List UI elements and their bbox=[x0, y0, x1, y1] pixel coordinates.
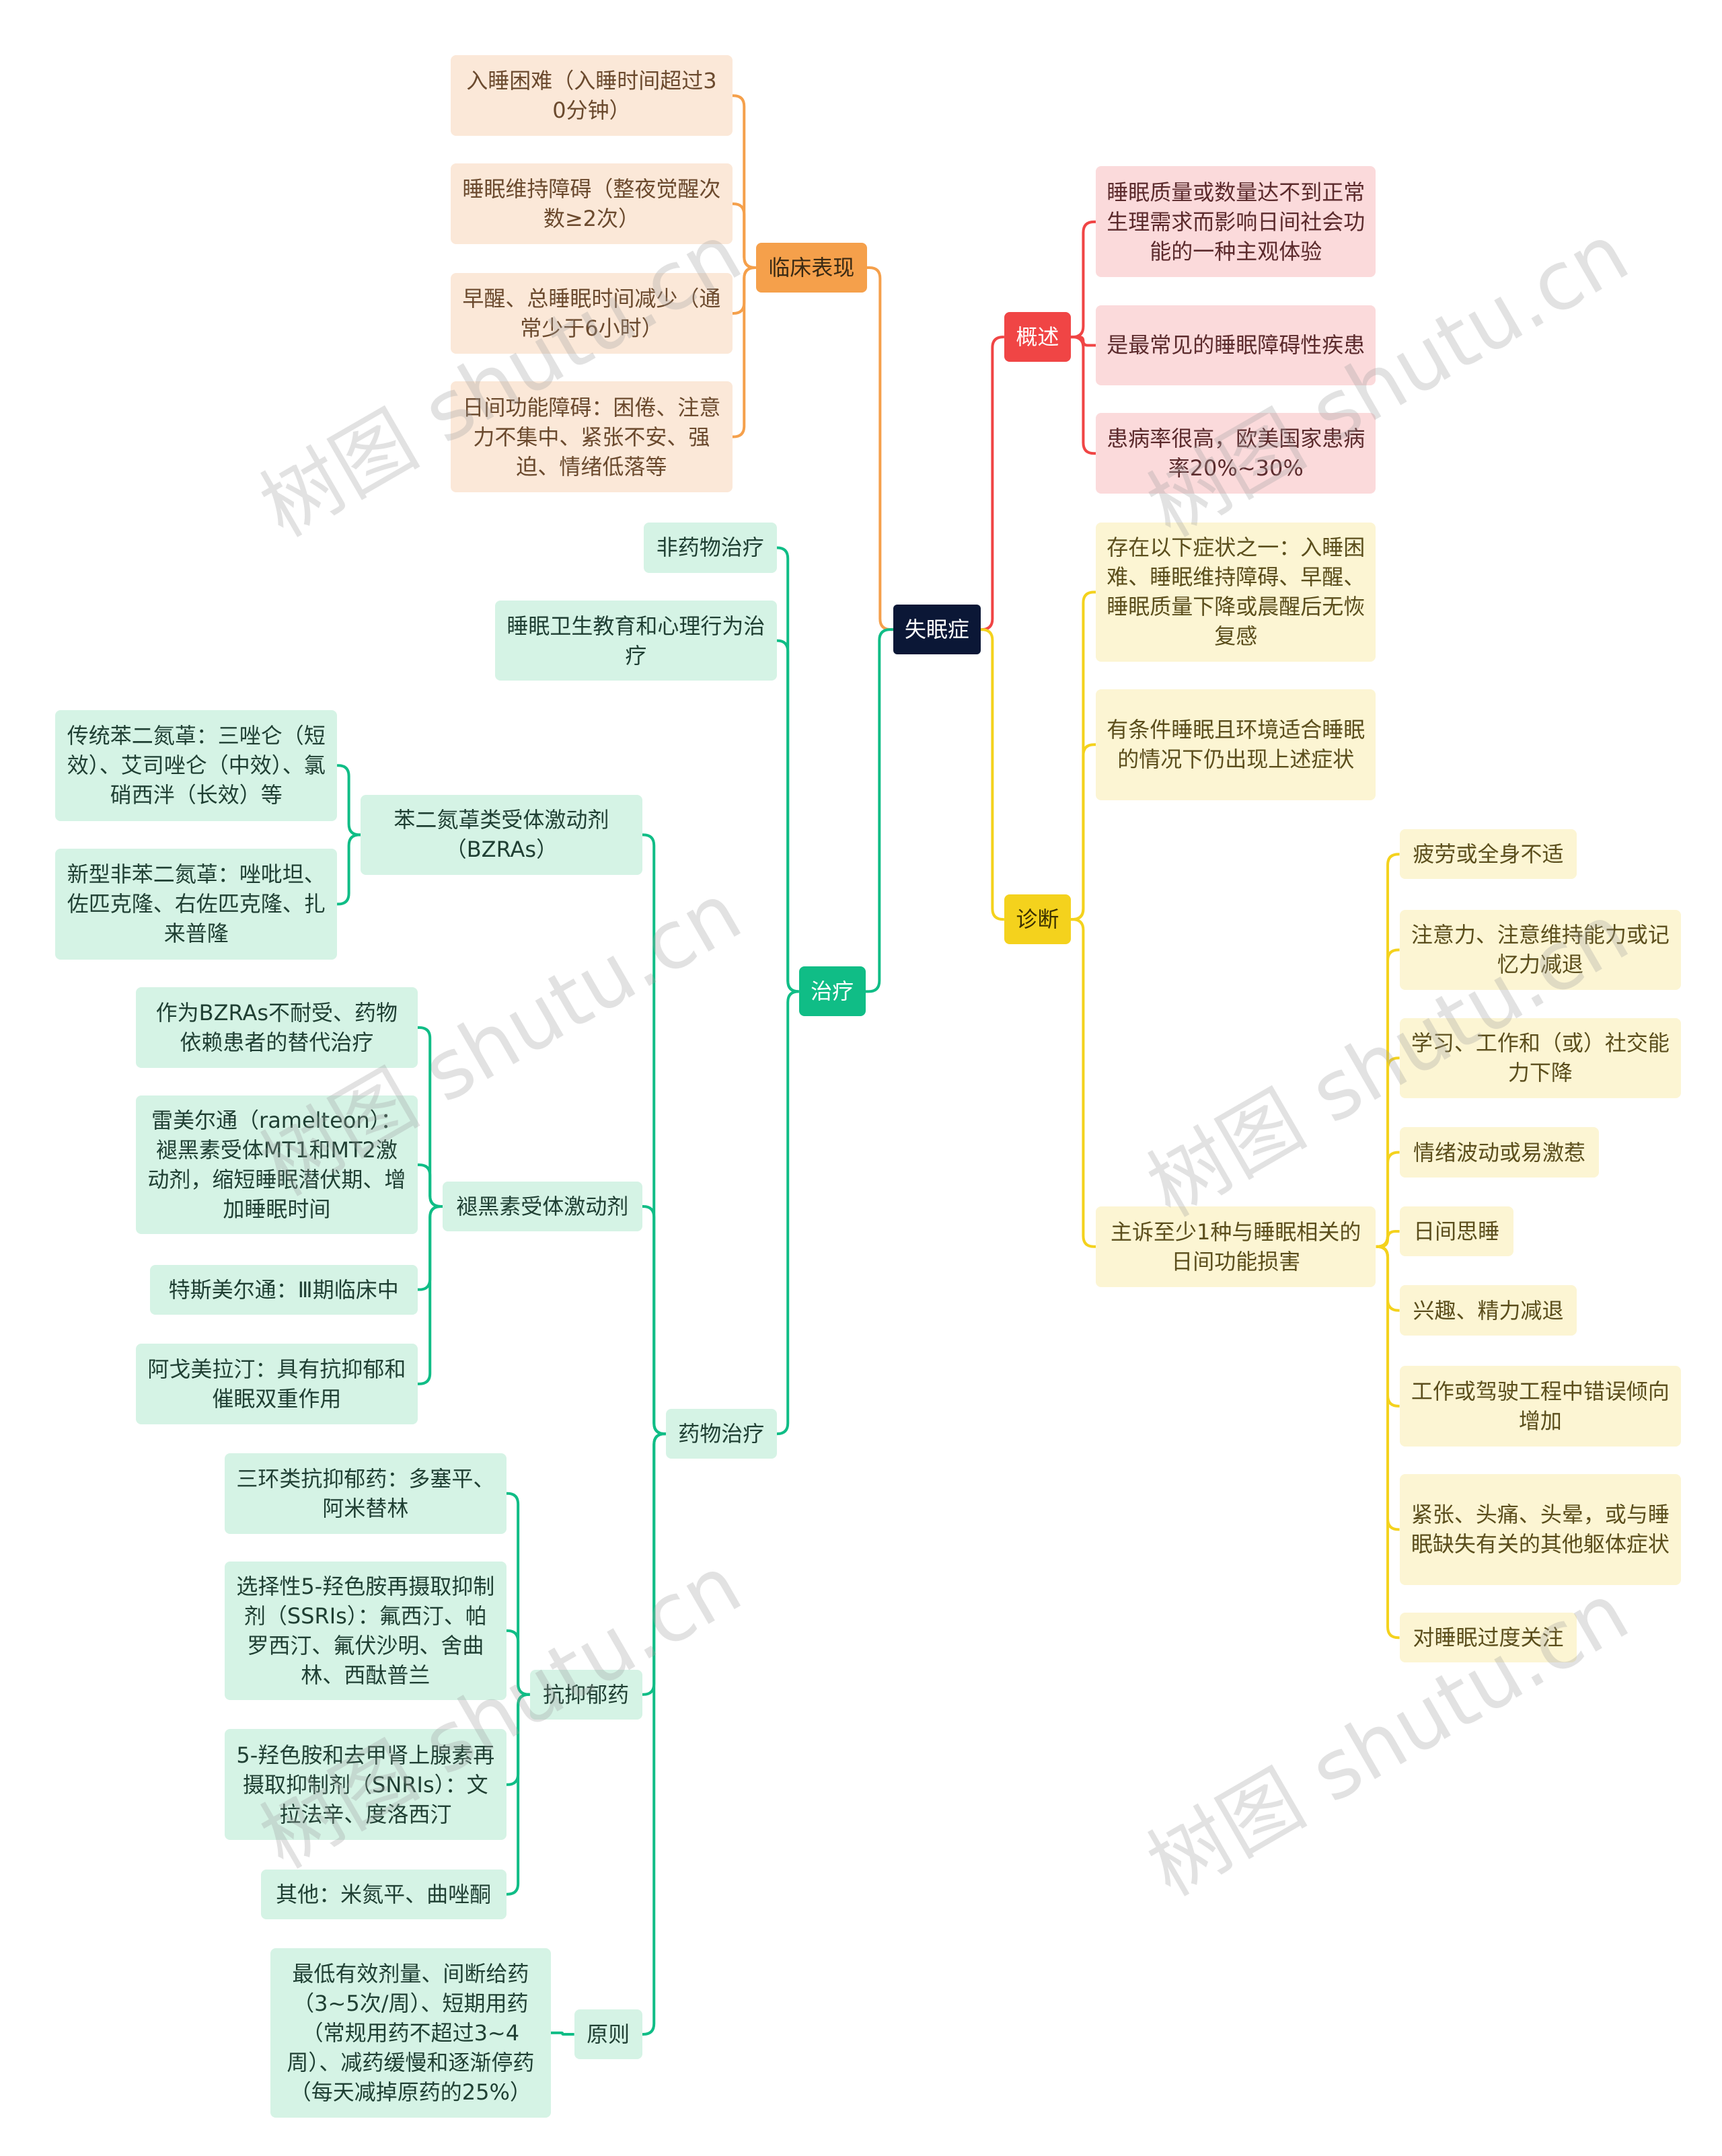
diagnosis-subitem[interactable]: 日间思睡 bbox=[1399, 1206, 1513, 1257]
antidepressant-item[interactable]: 选择性5-羟色胺再摄取抑制剂（SSRIs）：氟西汀、帕罗西汀、氟伏沙明、舍曲林、… bbox=[225, 1561, 507, 1700]
connector bbox=[417, 1204, 443, 1385]
connector bbox=[1070, 220, 1096, 339]
connector bbox=[1376, 1230, 1400, 1248]
antidepressant-item[interactable]: 三环类抗抑郁药：多塞平、阿米替林 bbox=[225, 1453, 507, 1534]
diagnosis-subitem[interactable]: 学习、工作和（或）社交能力下降 bbox=[1399, 1017, 1682, 1099]
connector bbox=[776, 639, 799, 993]
clinical-item[interactable]: 早醒、总睡眠时间减少（通常少于6小时） bbox=[451, 273, 733, 354]
bzra-item[interactable]: 传统苯二氮䓬：三唑仑（短效）、艾司唑仑（中效）、氯硝西泮（长效）等 bbox=[55, 709, 338, 821]
root-node[interactable]: 失眠症 bbox=[893, 605, 981, 655]
drug-melatonin[interactable]: 褪黑素受体激动剂 bbox=[442, 1181, 642, 1232]
treatment-sleep-hygiene[interactable]: 睡眠卫生教育和心理行为治疗 bbox=[495, 600, 777, 681]
connector bbox=[1376, 1245, 1400, 1640]
branch-diagnosis[interactable]: 诊断 bbox=[1004, 894, 1071, 945]
treatment-non-drug[interactable]: 非药物治疗 bbox=[643, 523, 777, 573]
melatonin-item[interactable]: 作为BZRAs不耐受、药物依赖患者的替代治疗 bbox=[136, 987, 418, 1068]
diagnosis-subitem[interactable]: 情绪波动或易激惹 bbox=[1399, 1127, 1600, 1178]
principle-item[interactable]: 最低有效剂量、间断给药（3~5次/周）、短期用药（常规用药不超过3~4周）、减药… bbox=[270, 1948, 551, 2118]
connector bbox=[337, 764, 361, 837]
diagnosis-subitem[interactable]: 紧张、头痛、头晕，或与睡眠缺失有关的其他躯体症状 bbox=[1399, 1473, 1682, 1585]
overview-item[interactable]: 是最常见的睡眠障碍性疾患 bbox=[1095, 305, 1376, 386]
diagnosis-subitem[interactable]: 兴趣、精力减退 bbox=[1399, 1285, 1577, 1336]
connector bbox=[506, 1629, 530, 1696]
connector bbox=[732, 266, 756, 438]
connector bbox=[732, 202, 756, 269]
connector bbox=[980, 336, 1004, 631]
branch-treatment[interactable]: 治疗 bbox=[798, 966, 866, 1017]
connector bbox=[1070, 743, 1096, 921]
drug-principle[interactable]: 原则 bbox=[574, 2009, 642, 2060]
diagnosis-subitem[interactable]: 对睡眠过度关注 bbox=[1399, 1613, 1577, 1663]
connector bbox=[980, 628, 1004, 921]
drug-bzra[interactable]: 苯二氮䓬类受体激动剂（BZRAs） bbox=[361, 794, 642, 876]
connector bbox=[866, 266, 893, 631]
diagnosis-subitem[interactable]: 注意力、注意维持能力或记忆力减退 bbox=[1399, 909, 1682, 991]
connector bbox=[642, 1204, 666, 1436]
diagnosis-subitem[interactable]: 工作或驾驶工程中错误倾向增加 bbox=[1399, 1366, 1682, 1447]
clinical-item[interactable]: 入睡困难（入睡时间超过3 0分钟） bbox=[451, 55, 733, 137]
connector bbox=[865, 628, 893, 993]
melatonin-item[interactable]: 阿戈美拉汀：具有抗抑郁和催眠双重作用 bbox=[136, 1344, 418, 1424]
connector bbox=[506, 1693, 530, 1896]
diagnosis-subitem[interactable]: 疲劳或全身不适 bbox=[1399, 829, 1577, 880]
connector bbox=[337, 833, 361, 906]
treatment-drug[interactable]: 药物治疗 bbox=[665, 1408, 777, 1459]
connector bbox=[776, 990, 799, 1436]
connector bbox=[1070, 336, 1096, 455]
clinical-item[interactable]: 日间功能障碍：困倦、注意力不集中、紧张不安、强迫、情绪低落等 bbox=[451, 381, 733, 492]
branch-clinical[interactable]: 临床表现 bbox=[755, 242, 867, 293]
bzra-item[interactable]: 新型非苯二氮䓬：唑吡坦、佐匹克隆、右佐匹克隆、扎来普隆 bbox=[55, 848, 338, 960]
antidepressant-item[interactable]: 5-羟色胺和去甲肾上腺素再摄取抑制剂（SNRIs）：文拉法辛、度洛西汀 bbox=[225, 1729, 507, 1841]
antidepressant-item[interactable]: 其他：米氮平、曲唑酮 bbox=[260, 1869, 507, 1919]
melatonin-item[interactable]: 特斯美尔通：Ⅲ期临床中 bbox=[149, 1264, 418, 1315]
overview-item[interactable]: 睡眠质量或数量达不到正常生理需求而影响日间社会功能的一种主观体验 bbox=[1095, 166, 1376, 278]
connector bbox=[1070, 918, 1096, 1248]
connector bbox=[417, 1163, 443, 1208]
diagnosis-item[interactable]: 主诉至少1种与睡眠相关的日间功能损害 bbox=[1095, 1206, 1376, 1287]
diagnosis-item[interactable]: 有条件睡眠且环境适合睡眠的情况下仍出现上述症状 bbox=[1095, 689, 1376, 800]
melatonin-item[interactable]: 雷美尔通（ramelteon）：褪黑素受体MT1和MT2激动剂，缩短睡眠潜伏期、… bbox=[136, 1095, 418, 1235]
clinical-item[interactable]: 睡眠维持障碍（整夜觉醒次数≥2次） bbox=[451, 163, 733, 244]
connector bbox=[550, 2031, 574, 2036]
drug-antidepressant[interactable]: 抗抑郁药 bbox=[529, 1669, 642, 1720]
overview-item[interactable]: 患病率很高，欧美国家患病率20%~30% bbox=[1095, 413, 1376, 494]
branch-overview[interactable]: 概述 bbox=[1004, 311, 1071, 362]
connector bbox=[642, 1432, 666, 2036]
diagnosis-item[interactable]: 存在以下症状之一：入睡困难、睡眠维持障碍、早醒、睡眠质量下降或晨醒后无恢复感 bbox=[1095, 523, 1376, 662]
